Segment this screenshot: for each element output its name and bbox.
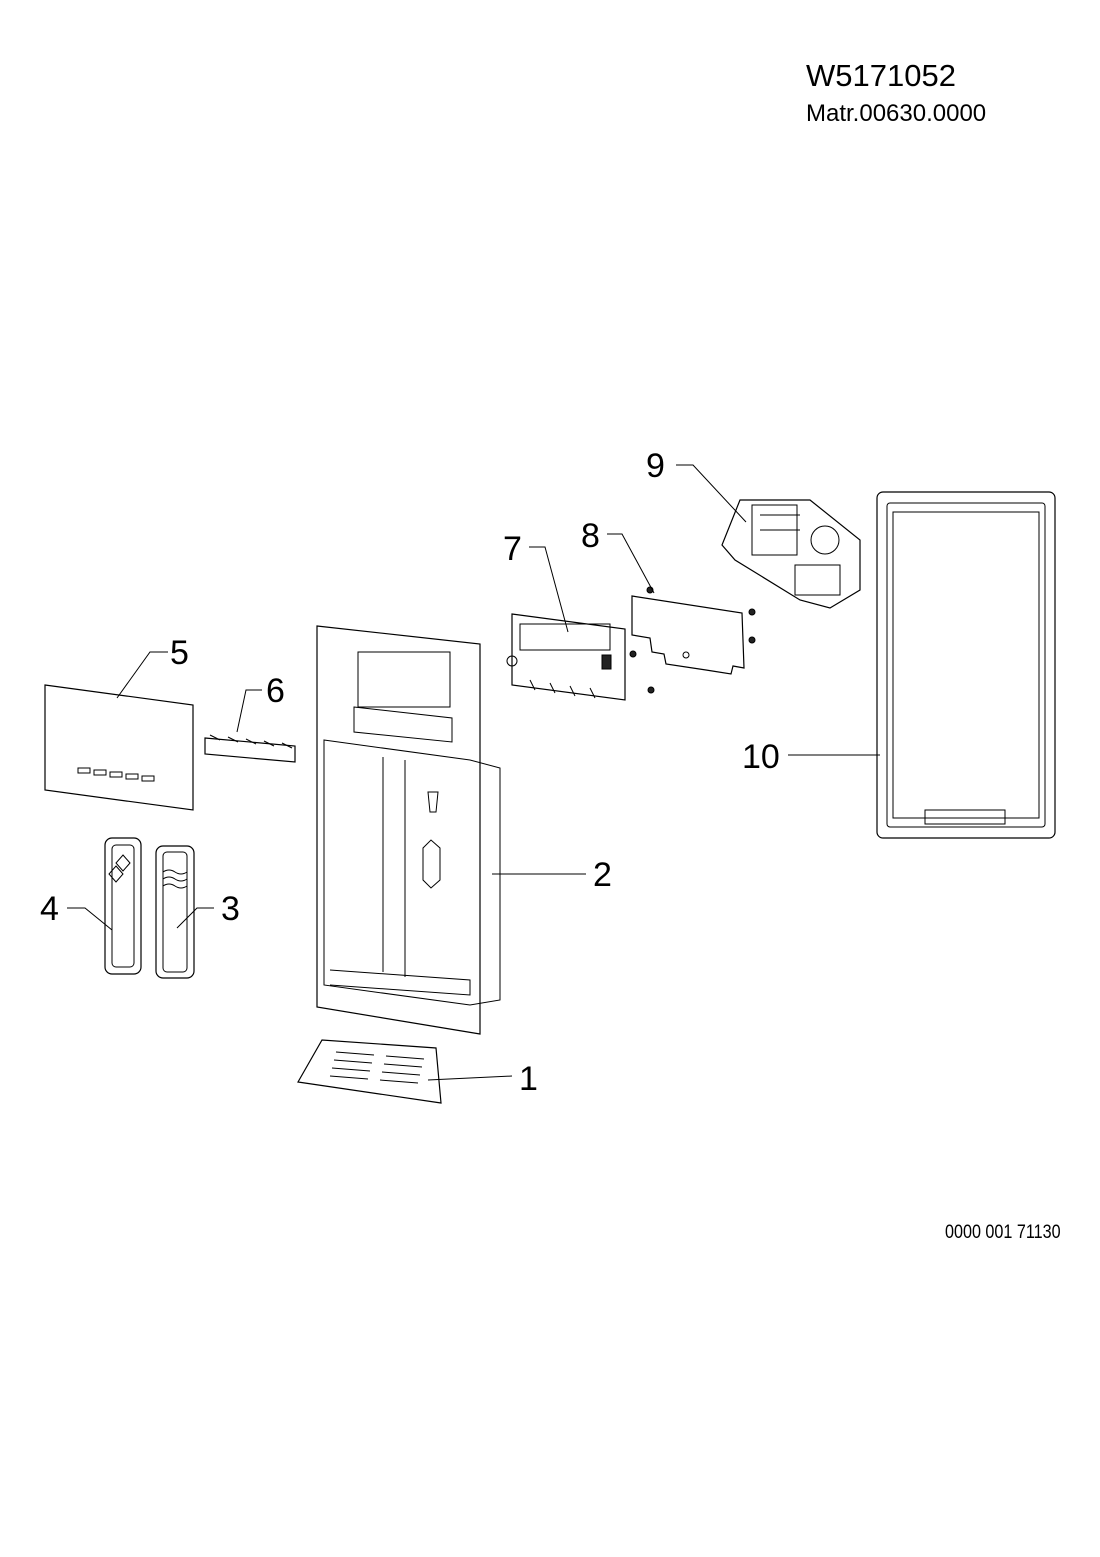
- callout-10: 10: [742, 738, 780, 776]
- part-1-grille: [297, 1039, 442, 1104]
- part-5-front-panel: [44, 684, 194, 811]
- callout-8: 8: [581, 517, 600, 555]
- part-10-frame: [876, 491, 1056, 839]
- callout-7: 7: [503, 530, 522, 568]
- callout-3: 3: [221, 890, 240, 928]
- part-9-actuator: [721, 499, 861, 609]
- model-number: W5171052: [806, 58, 956, 93]
- callout-1: 1: [519, 1060, 538, 1098]
- document-number: 0000 001 71130: [945, 1222, 1061, 1243]
- callout-numbers: 1 2 3 4 5 6 7 8 9 10: [40, 447, 780, 1098]
- part-2-dispenser-housing: [316, 625, 501, 1035]
- callout-9: 9: [646, 447, 665, 485]
- part-7-pcb: [506, 613, 626, 701]
- part-3-lever: [155, 845, 195, 979]
- part-8-cover-plate: [629, 586, 756, 694]
- callout-6: 6: [266, 672, 285, 710]
- callout-4: 4: [40, 890, 59, 928]
- part-4-lever: [104, 837, 142, 975]
- part-6-contact-strip: [204, 734, 296, 763]
- leader-lines: [67, 464, 880, 1081]
- material-number: Matr.00630.0000: [806, 100, 987, 127]
- callout-2: 2: [593, 856, 612, 894]
- callout-5: 5: [170, 634, 189, 672]
